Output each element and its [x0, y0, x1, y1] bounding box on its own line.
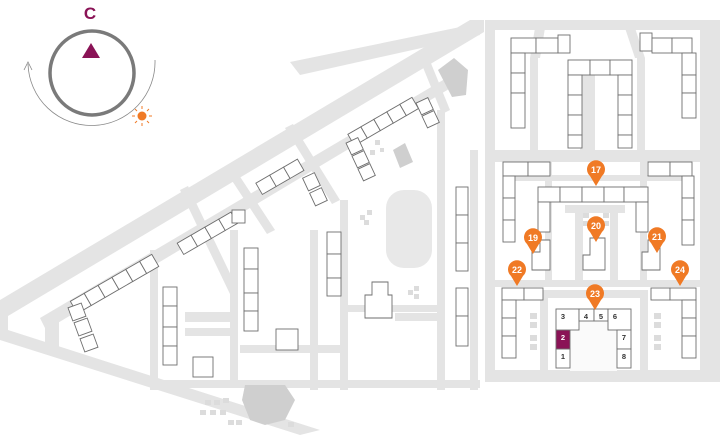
sun-icon [132, 106, 152, 126]
parking-building [438, 58, 468, 97]
marker-building-17[interactable]: 17 [587, 160, 606, 186]
sun-path-arc [27, 59, 156, 126]
section-shape[interactable] [616, 348, 632, 369]
north-label: С [84, 4, 96, 23]
map-pin-icon[interactable] [586, 284, 604, 310]
marker-building-20[interactable]: 20 [587, 216, 606, 242]
section-number: 3 [561, 312, 565, 321]
building-23: 1 2 3 4 5 6 7 8 [555, 308, 632, 371]
section-number: 7 [622, 333, 626, 342]
marker-building-23[interactable]: 23 [586, 284, 604, 310]
amenities [200, 58, 661, 427]
section-4[interactable]: 4 [578, 308, 595, 322]
map-pin-icon[interactable] [587, 160, 606, 186]
map-pin-icon[interactable] [648, 227, 666, 253]
section-8[interactable]: 8 [616, 348, 632, 369]
section-1[interactable]: 1 [555, 348, 571, 369]
section-6[interactable]: 6 [607, 308, 632, 331]
marker-label: 19 [528, 233, 538, 243]
school-building [242, 385, 295, 425]
arc-arrow-icon [23, 61, 33, 71]
section-shape[interactable] [555, 308, 580, 331]
section-number: 6 [613, 312, 617, 321]
marker-building-22[interactable]: 22 [508, 260, 526, 286]
section-7[interactable]: 7 [616, 329, 632, 350]
marker-building-21[interactable]: 21 [648, 227, 666, 253]
marker-building-19[interactable]: 19 [524, 228, 542, 254]
stadium-field [386, 190, 432, 268]
marker-label: 21 [652, 232, 662, 242]
section-number: 4 [584, 312, 589, 321]
compass: С [23, 4, 156, 126]
map-pin-icon[interactable] [587, 216, 606, 242]
marker-label: 20 [591, 221, 601, 231]
compass-ring [48, 29, 136, 117]
building-markers: 17 19 20 21 22 23 24 [508, 160, 689, 310]
marker-label: 23 [590, 289, 600, 299]
marker-building-24[interactable]: 24 [671, 260, 689, 286]
sports-court [393, 143, 413, 168]
section-2[interactable]: 2 [555, 329, 571, 350]
map-pin-icon[interactable] [524, 228, 542, 254]
marker-label: 17 [591, 165, 601, 175]
section-number: 5 [599, 312, 603, 321]
section-number: 8 [622, 352, 626, 361]
section-number: 2 [561, 333, 565, 342]
section-shape[interactable] [607, 308, 632, 331]
map-pin-icon[interactable] [508, 260, 526, 286]
section-5[interactable]: 5 [593, 308, 609, 322]
marker-label: 22 [512, 265, 522, 275]
marker-label: 24 [675, 265, 685, 275]
buildings-east [501, 32, 697, 359]
north-arrow-icon [82, 43, 100, 58]
map-pin-icon[interactable] [671, 260, 689, 286]
section-number: 1 [561, 352, 565, 361]
section-3[interactable]: 3 [555, 308, 580, 331]
buildings-west [67, 96, 469, 378]
